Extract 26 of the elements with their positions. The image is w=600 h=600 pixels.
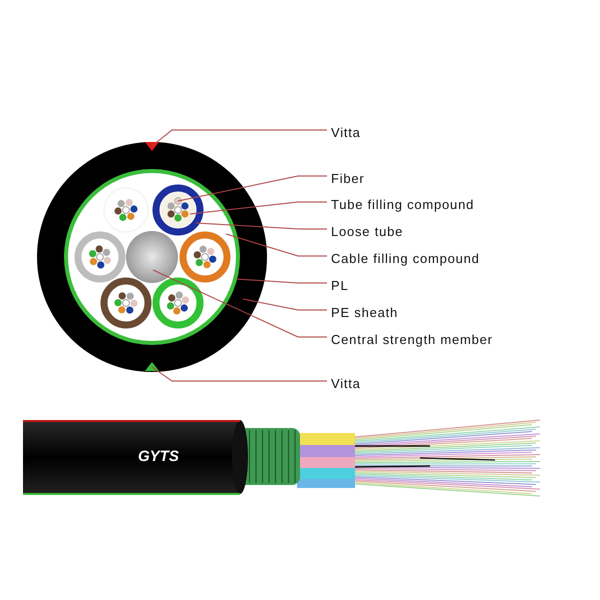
leader-line: [152, 366, 328, 382]
vitta-marker: [145, 362, 159, 371]
tube-filling-compound: [160, 192, 196, 228]
pe-sheath: [37, 142, 267, 372]
leader-line: [226, 234, 328, 256]
part-label: Cable filling compound: [331, 251, 480, 266]
central-strength-member: [126, 231, 178, 283]
part-label: Central strength member: [331, 332, 493, 347]
part-label: Vitta: [331, 125, 361, 140]
loose-tube: [152, 184, 204, 236]
cable-type-label: GYTS: [138, 447, 179, 467]
part-label: Fiber: [331, 171, 365, 186]
leader-line: [190, 202, 328, 214]
leader-line: [196, 222, 328, 230]
part-label: Vitta: [331, 376, 361, 391]
leader-line: [152, 270, 328, 338]
part-label: PL: [331, 278, 348, 293]
part-label: Loose tube: [331, 224, 404, 239]
fiber: [174, 197, 182, 205]
vitta-marker: [145, 142, 159, 151]
leader-line: [152, 130, 328, 146]
part-label: PE sheath: [331, 305, 398, 320]
leader-line: [236, 278, 328, 284]
leader-line: [178, 176, 328, 202]
leader-line: [242, 298, 328, 310]
part-label: Tube filling compound: [331, 197, 474, 212]
